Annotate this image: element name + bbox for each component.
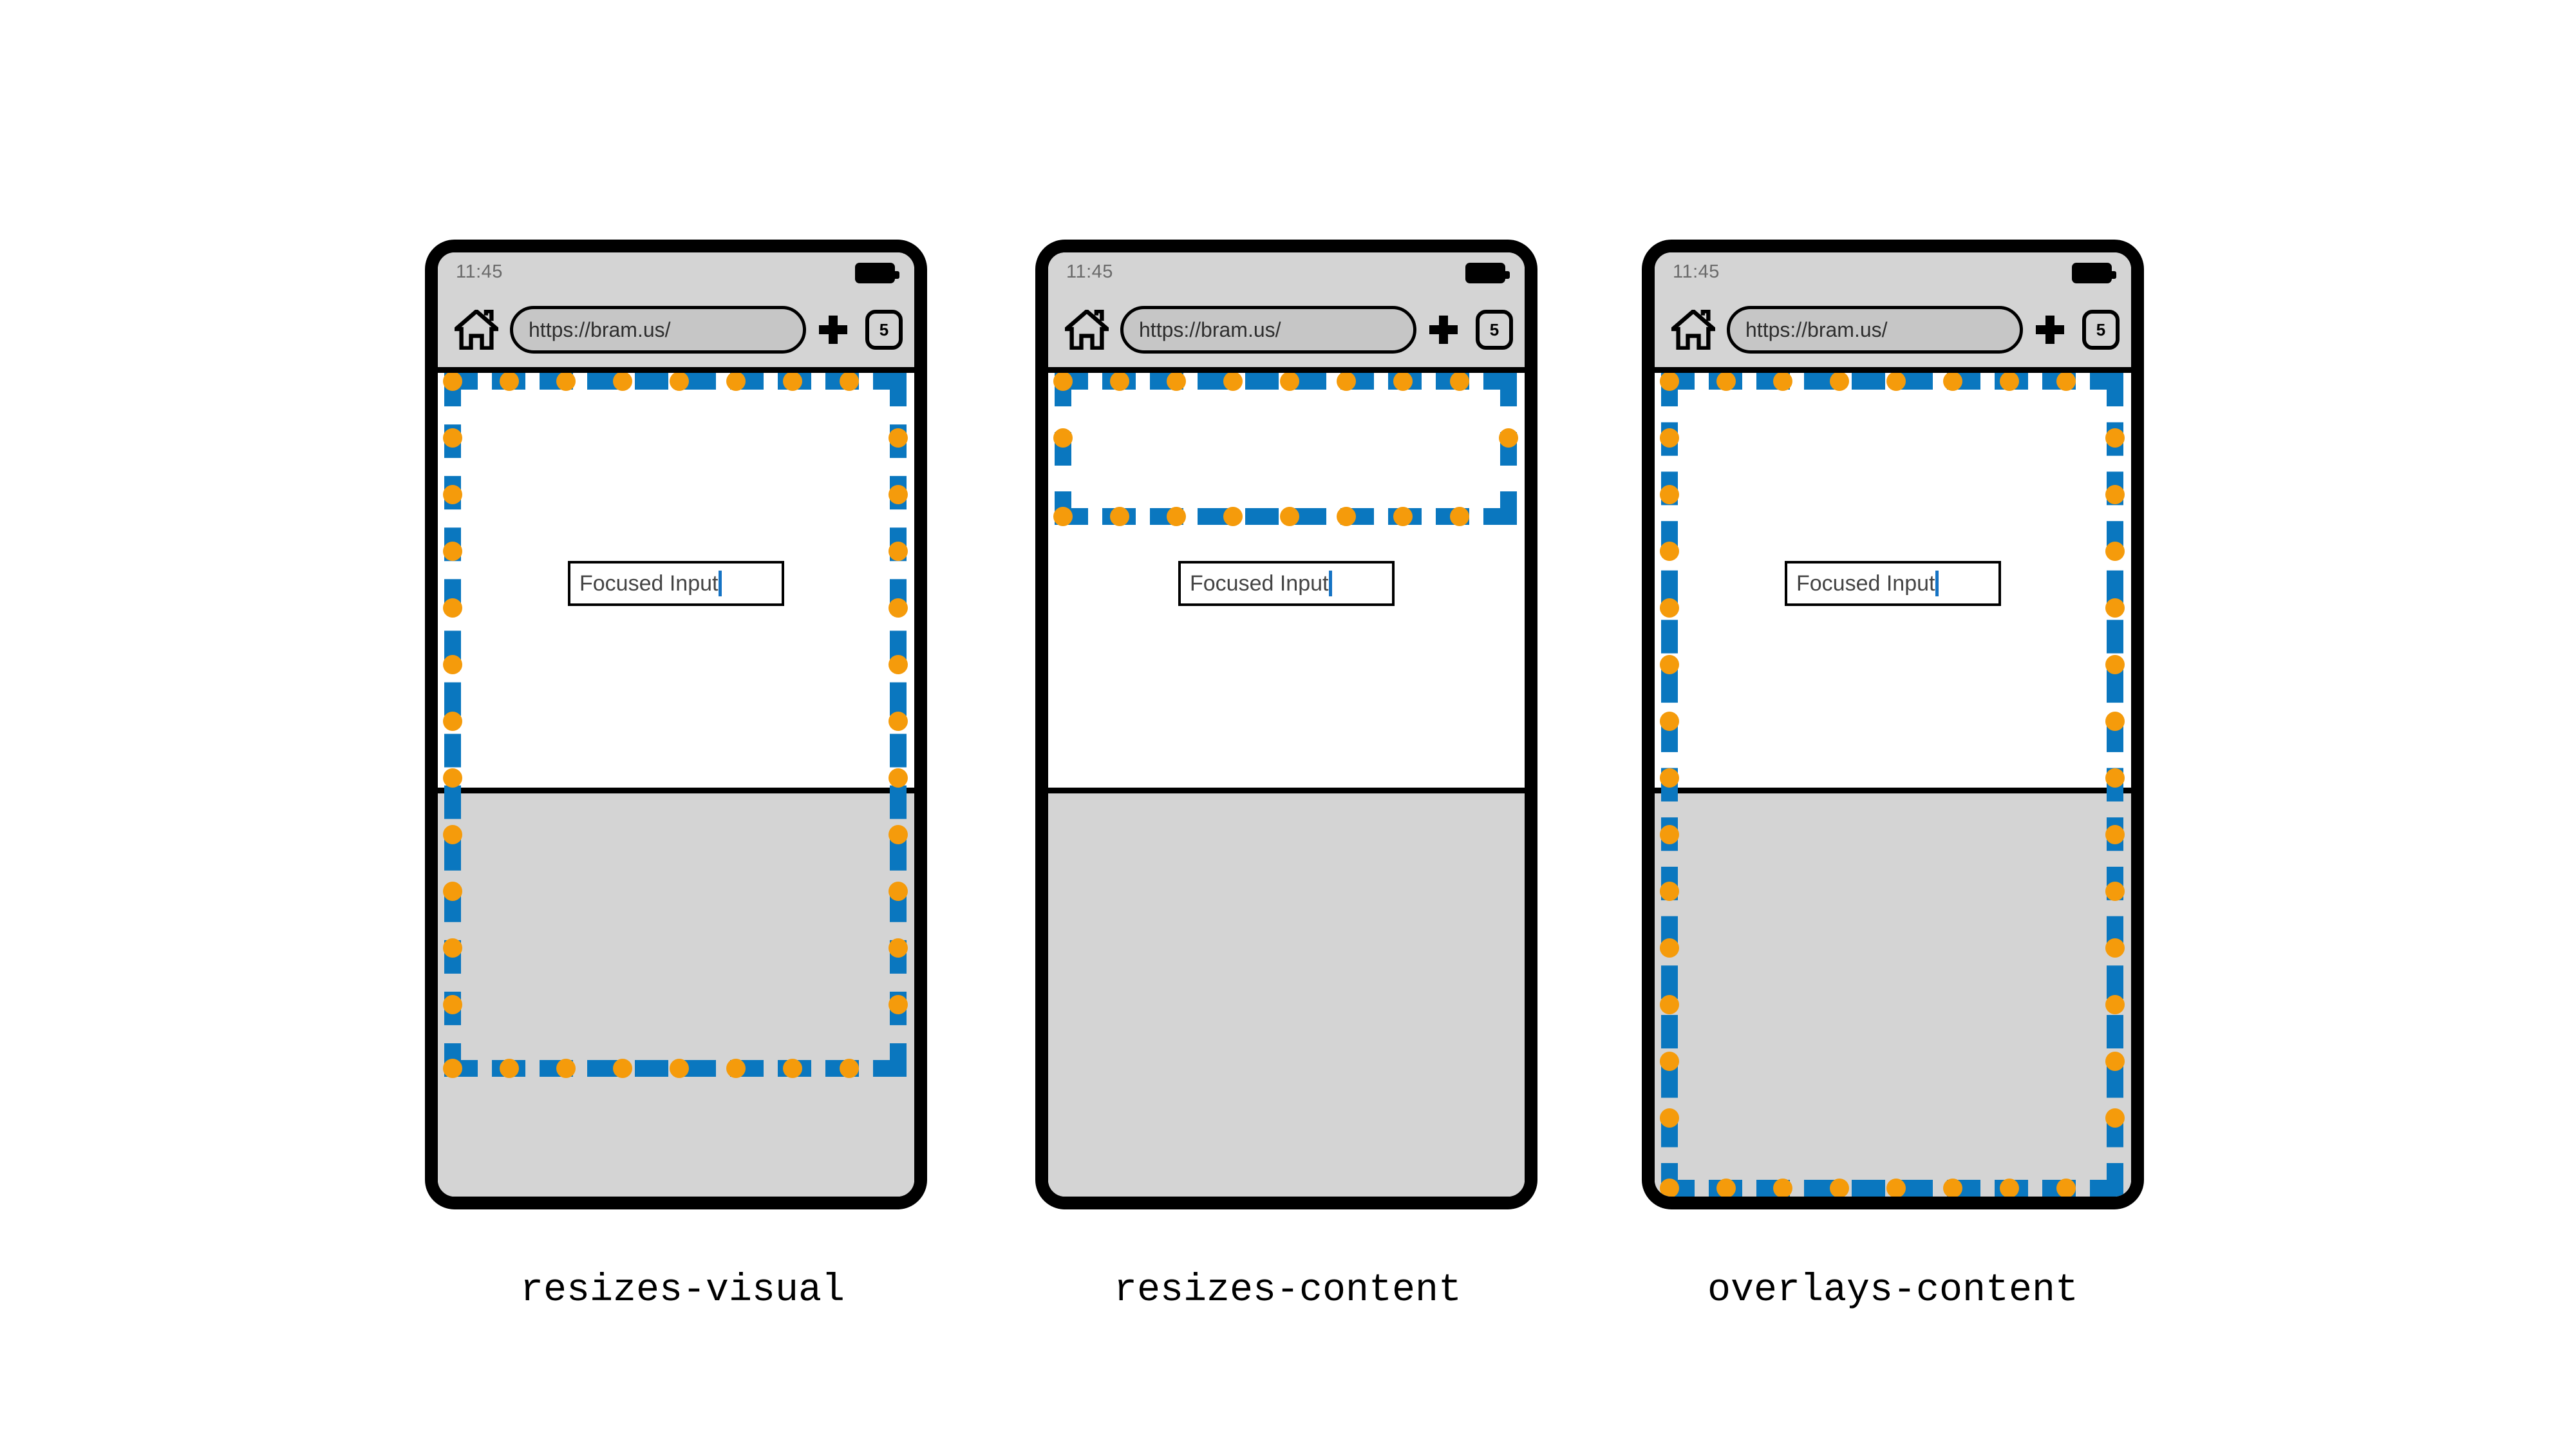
status-bar: 11:45 xyxy=(1655,252,2131,292)
plus-icon[interactable] xyxy=(2036,316,2064,344)
tab-count-button[interactable]: 5 xyxy=(1476,310,1513,350)
plus-icon[interactable] xyxy=(1429,316,1458,344)
url-bar[interactable]: https://bram.us/ xyxy=(510,306,806,354)
focused-input-text: Focused Input xyxy=(1190,571,1329,596)
text-caret xyxy=(719,571,722,596)
phone-caption-3: overlays-content xyxy=(1707,1269,2079,1312)
battery-icon xyxy=(855,263,899,283)
browser-chrome: 11:45 https://bram.us/5 xyxy=(1048,252,1525,373)
virtual-keyboard xyxy=(438,793,914,1197)
status-bar: 11:45 xyxy=(1048,252,1525,292)
battery-icon xyxy=(1465,263,1510,283)
url-text: https://bram.us/ xyxy=(1745,317,1888,341)
status-bar: 11:45 xyxy=(438,252,914,292)
browser-toolbar: https://bram.us/5 xyxy=(438,292,914,367)
focused-input-text: Focused Input xyxy=(1796,571,1935,596)
virtual-keyboard xyxy=(1655,793,2131,1197)
text-caret xyxy=(1935,571,1939,596)
browser-screen: Focused Input xyxy=(1048,372,1525,1197)
plus-icon[interactable] xyxy=(819,316,847,344)
url-bar[interactable]: https://bram.us/ xyxy=(1120,306,1416,354)
focused-input-field[interactable]: Focused Input xyxy=(568,561,784,606)
battery-icon xyxy=(2072,263,2116,283)
url-text: https://bram.us/ xyxy=(1139,317,1281,341)
focused-input-field[interactable]: Focused Input xyxy=(1785,561,2001,606)
text-caret xyxy=(1329,571,1333,596)
focused-input-field[interactable]: Focused Input xyxy=(1178,561,1395,606)
browser-toolbar: https://bram.us/5 xyxy=(1048,292,1525,367)
phone-caption-1: resizes-visual xyxy=(520,1269,845,1312)
status-time: 11:45 xyxy=(456,261,503,282)
tab-count-button[interactable]: 5 xyxy=(2082,310,2120,350)
browser-screen: Focused Input xyxy=(438,372,914,1197)
home-icon[interactable] xyxy=(450,308,503,350)
status-time: 11:45 xyxy=(1673,261,1720,282)
phone-caption-2: resizes-content xyxy=(1113,1269,1462,1312)
url-bar[interactable]: https://bram.us/ xyxy=(1727,306,2023,354)
browser-toolbar: https://bram.us/5 xyxy=(1655,292,2131,367)
status-time: 11:45 xyxy=(1066,261,1113,282)
virtual-keyboard xyxy=(1048,793,1525,1197)
browser-screen: Focused Input xyxy=(1655,372,2131,1197)
url-text: https://bram.us/ xyxy=(529,317,671,341)
browser-chrome: 11:45 https://bram.us/5 xyxy=(1655,252,2131,373)
focused-input-text: Focused Input xyxy=(579,571,719,596)
tab-count-button[interactable]: 5 xyxy=(865,310,903,350)
browser-chrome: 11:45 https://bram.us/5 xyxy=(438,252,914,373)
home-icon[interactable] xyxy=(1667,308,1720,350)
home-icon[interactable] xyxy=(1060,308,1113,350)
